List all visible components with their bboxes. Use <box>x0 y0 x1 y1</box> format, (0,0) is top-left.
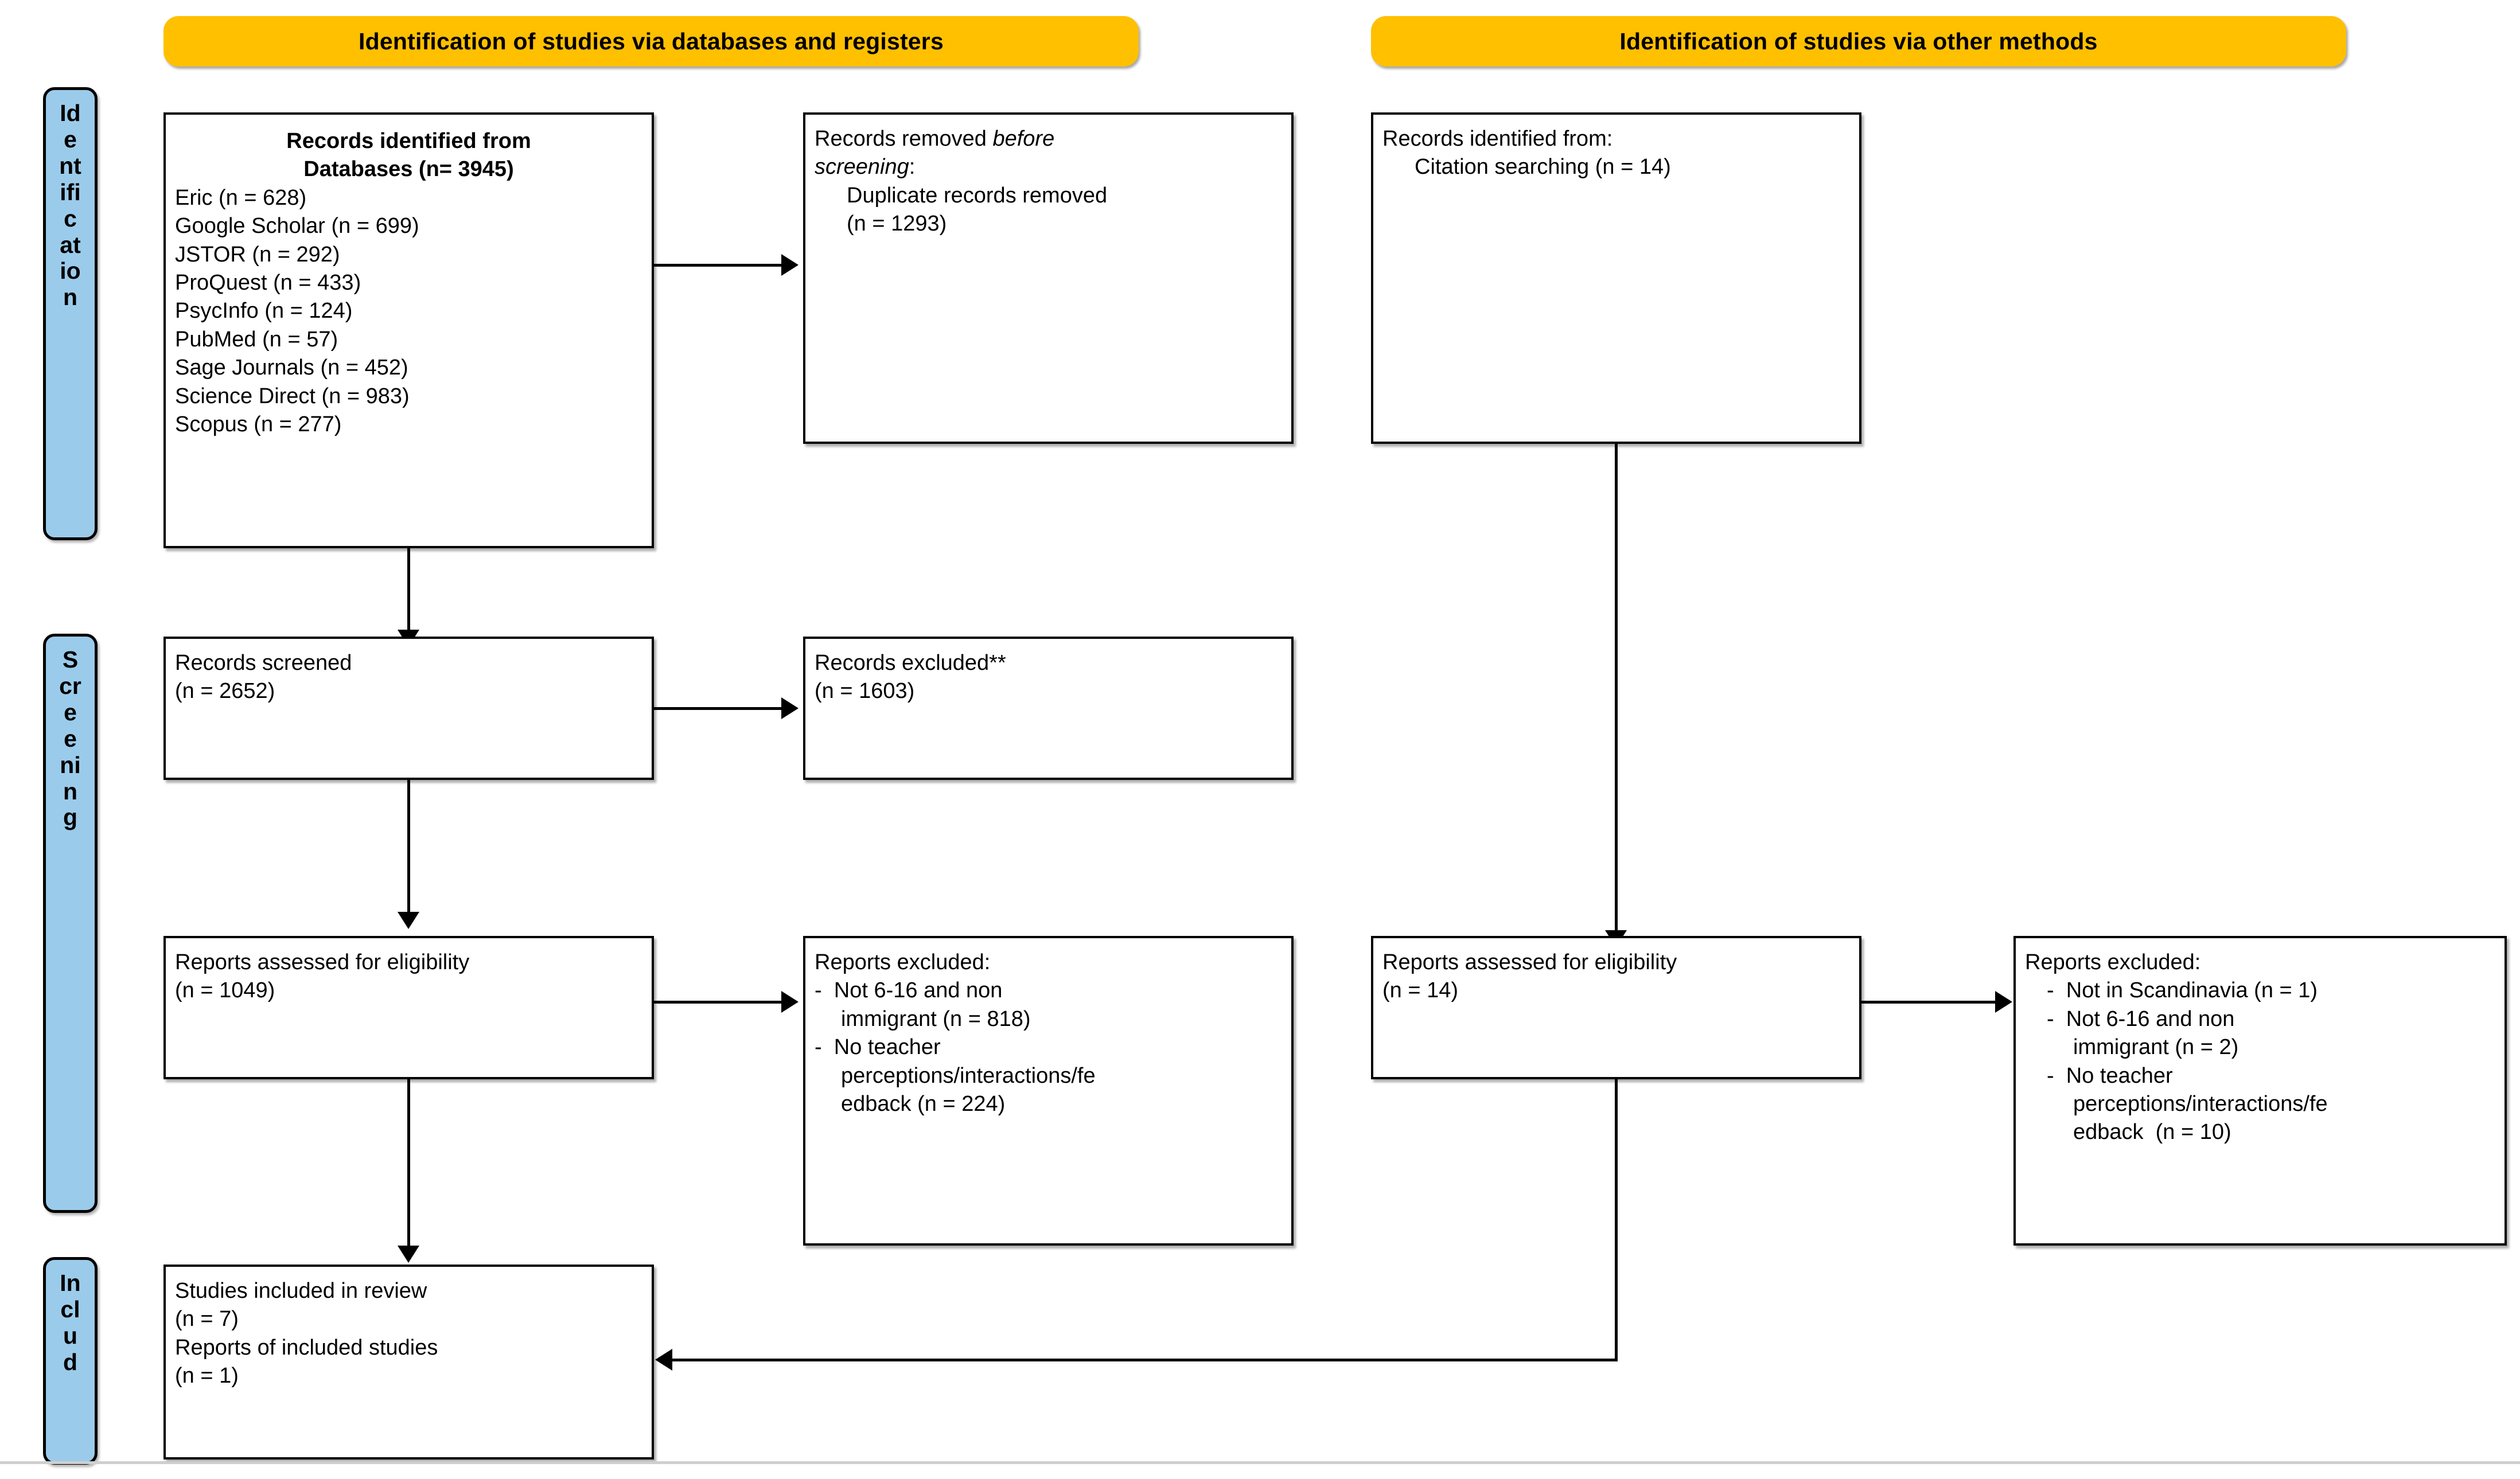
arrowhead-left <box>655 1349 672 1371</box>
rail-line: at <box>60 231 81 258</box>
rail-line: ifi <box>60 178 81 205</box>
studies-included-line-3: Reports of included studies <box>175 1335 438 1360</box>
arrowhead-right <box>781 991 799 1013</box>
box-reports-eligibility-left: Reports assessed for eligibility (n = 10… <box>163 936 654 1079</box>
records-identified-title-1: Records identified from <box>286 129 531 153</box>
rail-line: cl <box>60 1295 80 1322</box>
header-databases-registers: Identification of studies via databases … <box>163 16 1139 67</box>
header-databases-registers-label: Identification of studies via databases … <box>359 28 944 54</box>
rail-line: e <box>64 725 77 752</box>
stage-label-screening: S cr e e ni n g <box>43 634 98 1213</box>
records-screened-line-2: (n = 2652) <box>175 679 275 704</box>
source-line: PubMed (n = 57) <box>175 327 338 352</box>
connector-eligibility-to-excluded-left <box>654 1001 782 1004</box>
source-line: JSTOR (n = 292) <box>175 242 340 267</box>
reports-eligibility-left-line-1: Reports assessed for eligibility <box>175 950 470 974</box>
rail-line: ni <box>60 751 81 778</box>
box-studies-included: Studies included in review (n = 7) Repor… <box>163 1265 654 1460</box>
records-identified-other-line-2: Citation searching (n = 14) <box>1415 155 1671 179</box>
source-line: Science Direct (n = 983) <box>175 384 410 408</box>
connector-eligibility-to-included <box>407 1079 410 1251</box>
exclusion-item-line: - Not 6-16 and non <box>815 978 1003 1003</box>
rail-line: n <box>63 284 78 311</box>
bottom-rule <box>0 1461 2520 1464</box>
connector-screened-to-eligibility <box>407 780 410 918</box>
rail-line: In <box>60 1270 81 1296</box>
arrowhead-right <box>1995 991 2012 1013</box>
rail-line: io <box>60 257 81 284</box>
box-reports-excluded-left: Reports excluded: - Not 6-16 and non imm… <box>803 936 1294 1246</box>
source-line: ProQuest (n = 433) <box>175 270 361 295</box>
connector-right-eligibility-down <box>1615 1079 1618 1361</box>
connector-databases-to-removed <box>654 264 782 267</box>
exclusion-item-line: immigrant (n = 2) <box>2073 1035 2239 1060</box>
records-screened-line-1: Records screened <box>175 651 352 675</box>
records-removed-line-1: Records removed before <box>815 127 1055 151</box>
source-line: Scopus (n = 277) <box>175 412 342 436</box>
exclusion-item-line: - No teacher <box>2047 1063 2173 1088</box>
arrowhead-right <box>781 254 799 276</box>
rail-line: cr <box>59 672 81 699</box>
box-records-identified-other-methods: Records identified from: Citation search… <box>1371 112 1861 444</box>
connector-databases-to-screened <box>407 548 410 635</box>
reports-eligibility-right-line-1: Reports assessed for eligibility <box>1382 950 1677 974</box>
rail-line: d <box>63 1348 78 1375</box>
exclusion-item-line: - No teacher <box>815 1035 941 1060</box>
records-removed-line-4: (n = 1293) <box>847 212 947 236</box>
rail-line: nt <box>59 152 81 179</box>
source-line: Google Scholar (n = 699) <box>175 214 419 239</box>
box-records-excluded: Records excluded** (n = 1603) <box>803 637 1294 780</box>
connector-screened-to-excluded <box>654 707 782 710</box>
connector-eligibility-to-excluded-right <box>1861 1001 1996 1004</box>
arrowhead-right <box>781 697 799 719</box>
source-line: Eric (n = 628) <box>175 185 307 210</box>
exclusion-item-line: immigrant (n = 818) <box>841 1006 1031 1031</box>
exclusion-item-line: edback (n = 224) <box>841 1091 1006 1116</box>
rail-line: e <box>64 126 77 153</box>
rail-line: Id <box>60 100 81 126</box>
studies-included-line-1: Studies included in review <box>175 1279 427 1303</box>
box-reports-eligibility-right: Reports assessed for eligibility (n = 14… <box>1371 936 1861 1079</box>
records-removed-line-3: Duplicate records removed <box>847 183 1108 208</box>
rail-line: c <box>64 205 77 232</box>
exclusion-item-line: - Not in Scandinavia (n = 1) <box>2047 978 2318 1003</box>
connector-other-to-eligibility <box>1615 444 1618 936</box>
connector-right-to-included <box>672 1359 1618 1361</box>
exclusion-item-line: perceptions/interactions/fe <box>2073 1091 2328 1116</box>
header-other-methods-label: Identification of studies via other meth… <box>1619 28 2098 54</box>
box-records-identified-databases: Records identified from Databases (n= 39… <box>163 112 654 548</box>
rail-line: e <box>64 698 77 725</box>
rail-line: g <box>63 804 78 831</box>
studies-included-line-2: (n = 7) <box>175 1307 239 1332</box>
records-removed-line-2: screening: <box>815 155 916 179</box>
arrowhead-down <box>398 912 419 929</box>
box-reports-excluded-right: Reports excluded: - Not in Scandinavia (… <box>2013 936 2507 1246</box>
records-identified-title-2: Databases (n= 3945) <box>303 157 514 182</box>
reports-excluded-left-title: Reports excluded: <box>815 950 991 974</box>
studies-included-line-4: (n = 1) <box>175 1364 239 1388</box>
rail-line: u <box>63 1322 78 1349</box>
records-excluded-line-2: (n = 1603) <box>815 679 915 704</box>
exclusion-item-line: edback (n = 10) <box>2073 1120 2231 1145</box>
reports-excluded-right-title: Reports excluded: <box>2025 950 2201 974</box>
exclusion-item-line: perceptions/interactions/fe <box>841 1063 1096 1088</box>
header-other-methods: Identification of studies via other meth… <box>1371 16 2346 67</box>
rail-line: n <box>63 778 78 805</box>
reports-eligibility-right-line-2: (n = 14) <box>1382 978 1459 1003</box>
rail-line: S <box>62 646 79 673</box>
box-records-removed-before-screening: Records removed before screening: Duplic… <box>803 112 1294 444</box>
box-records-screened: Records screened (n = 2652) <box>163 637 654 780</box>
records-excluded-line-1: Records excluded** <box>815 651 1006 675</box>
stage-label-identification: Id e nt ifi c at io n <box>43 87 98 540</box>
arrowhead-down <box>398 1246 419 1263</box>
source-line: PsycInfo (n = 124) <box>175 299 353 323</box>
source-line: Sage Journals (n = 452) <box>175 356 408 380</box>
stage-label-included: In cl u d <box>43 1257 98 1465</box>
records-identified-other-line-1: Records identified from: <box>1382 127 1613 151</box>
exclusion-item-line: - Not 6-16 and non <box>2047 1006 2235 1031</box>
reports-eligibility-left-line-2: (n = 1049) <box>175 978 275 1003</box>
